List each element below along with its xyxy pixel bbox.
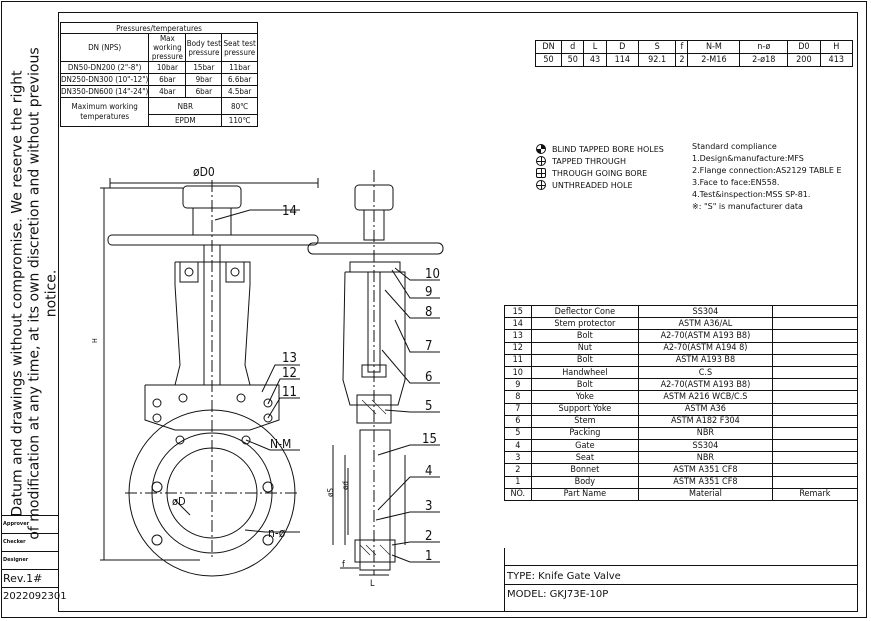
legend-item: UNTHREADED HOLE (536, 179, 664, 191)
callout-7: 7 (425, 339, 432, 354)
pt-header: DN (NPS) (59, 33, 150, 62)
callout-6: 6 (425, 370, 432, 385)
callout-8: 8 (425, 305, 432, 320)
blind-tapped-bore-icon (536, 144, 546, 154)
parts-header-cell: Remark (771, 487, 859, 502)
title-block-left-border (504, 548, 505, 612)
through-going-bore-icon (536, 168, 546, 178)
title-block-divider (504, 565, 858, 566)
pressure-table: Pressures/temperatures DN (NPS) Max work… (59, 22, 258, 127)
dim-value: 2 (675, 53, 689, 67)
title-block-divider (504, 584, 858, 585)
drawing-area (58, 12, 858, 612)
callout-10: 10 (425, 267, 440, 282)
f-label: f (342, 560, 345, 570)
callout-5: 5 (425, 399, 432, 414)
callout-12: 12 (282, 366, 297, 381)
revision-label: Rev.1# (1, 569, 59, 587)
legend-item: TAPPED THROUGH (536, 155, 664, 167)
front-view (100, 178, 319, 577)
n-phi-label: n-ø (268, 526, 286, 540)
standards-title: Standard compliance (692, 142, 777, 151)
h-label: H (91, 338, 99, 343)
designer-label: Designer (1, 551, 59, 569)
pt-header: Max working pressure (148, 33, 187, 62)
legend-label: BLIND TAPPED BORE HOLES (552, 144, 664, 154)
pt-header: Seat test pressure (221, 33, 258, 62)
side-view (307, 170, 444, 576)
standards-item: 4.Test&inspection:MSS SP-81. (692, 190, 811, 199)
d0-label: øD0 (193, 165, 215, 179)
l-label: L (370, 579, 375, 589)
pt-cell: 4bar (148, 85, 187, 98)
callout-4: 4 (425, 464, 432, 479)
callout-11: 11 (282, 385, 297, 400)
legend-label: THROUGH GOING BORE (552, 168, 648, 178)
callout-3: 3 (425, 499, 432, 514)
phi-s-label: øS (326, 488, 335, 497)
dim-value: 50 (561, 53, 585, 67)
date-code: 2022092301 (1, 587, 67, 605)
checker-label: Checker (1, 533, 59, 551)
callout-13: 13 (282, 351, 297, 366)
parts-header-cell: Part Name (530, 487, 640, 502)
callout-14: 14 (282, 204, 297, 219)
dim-value: 2-M16 (687, 53, 741, 67)
standards-item: ※: "S" is manufacturer data (692, 202, 803, 211)
legend-item: BLIND TAPPED BORE HOLES (536, 143, 664, 155)
callout-15: 15 (422, 432, 437, 447)
model-line: MODEL: GKJ73E-10P (507, 589, 609, 600)
dim-value: 50 (534, 53, 563, 67)
legend-label: TAPPED THROUGH (552, 156, 626, 166)
dim-value: 92.1 (637, 53, 677, 67)
pt-cell: EPDM (148, 114, 223, 127)
callout-2: 2 (425, 529, 432, 544)
legend-item: THROUGH GOING BORE (536, 167, 664, 179)
type-line: TYPE: Knife Gate Valve (507, 571, 621, 582)
callout-1: 1 (425, 549, 432, 564)
phi-d-label: ød (341, 481, 350, 490)
nm-label: N-M (270, 437, 291, 451)
tapped-through-icon (536, 156, 546, 166)
standards-item: 2.Flange connection:AS2129 TABLE E (692, 166, 842, 175)
d-label: øD (172, 495, 186, 508)
pt-cell: 110℃ (221, 114, 258, 127)
standards-item: 3.Face to face:EN558. (692, 178, 780, 187)
standard-compliance: Standard compliance 1.Design&manufacture… (692, 141, 842, 213)
legend-label: UNTHREADED HOLE (552, 180, 633, 190)
pt-temp-label: Maximum working temperatures (59, 97, 150, 127)
approver-label: Approver (1, 515, 59, 533)
unthreaded-hole-icon (536, 180, 546, 190)
parts-header-cell: Material (638, 487, 773, 502)
dimension-table: DN d L D S f N-M n-ø D0 H 50 50 43 114 9… (534, 40, 854, 67)
dim-value: 413 (819, 53, 854, 67)
section-hatching (359, 399, 391, 556)
hole-legend: BLIND TAPPED BORE HOLES TAPPED THROUGH T… (536, 143, 664, 191)
standards-item: 1.Design&manufacture:MFS (692, 154, 804, 163)
callout-9: 9 (425, 285, 432, 300)
title-side-block: Approver Checker Designer Rev.1# 2022092… (1, 515, 67, 605)
